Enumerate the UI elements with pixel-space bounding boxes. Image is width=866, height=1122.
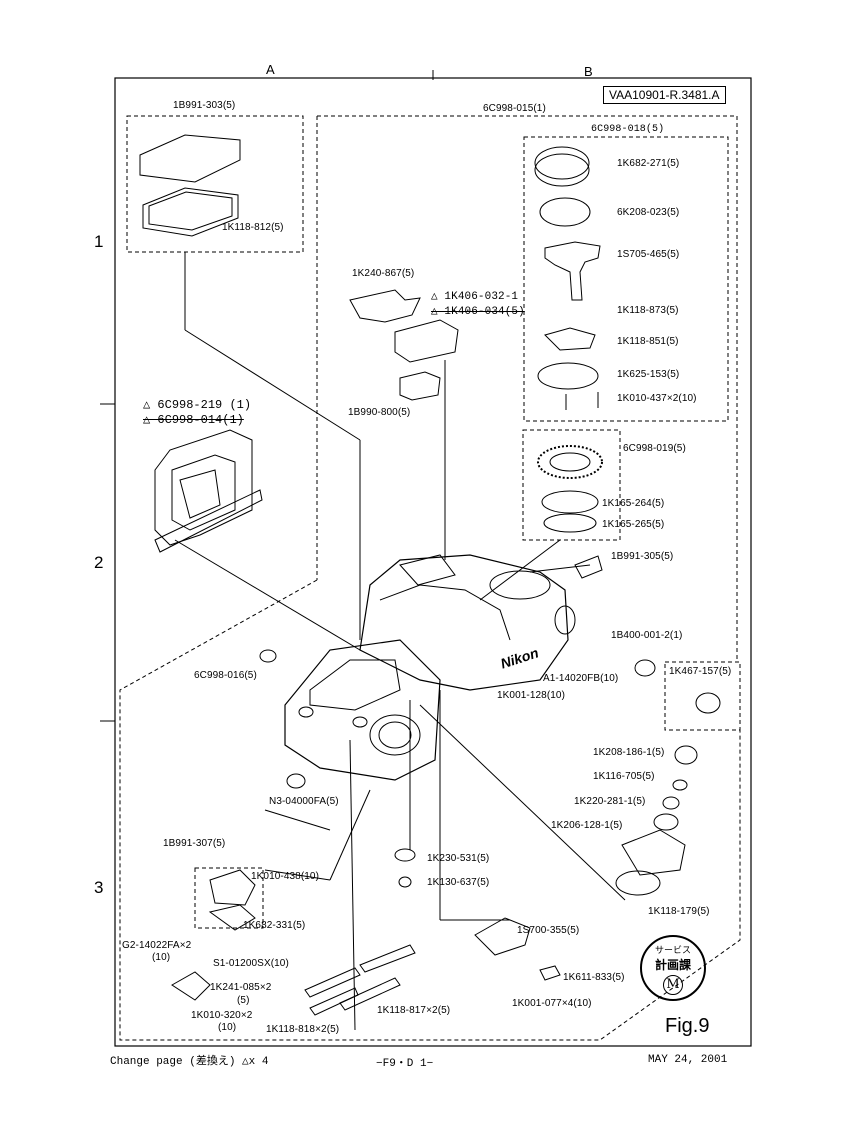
- part-label: 1K467-157(5): [669, 666, 732, 677]
- part-label: S1-01200SX(10): [213, 958, 289, 969]
- part-label: 1K116-705(5): [593, 771, 655, 782]
- part-label: 1K230-531(5): [427, 853, 490, 864]
- part-label: 1K118-817×2(5): [377, 1005, 451, 1016]
- part-label: (5): [237, 995, 250, 1006]
- part-label: 1K118-812(5): [222, 222, 284, 233]
- part-label: A1-14020FB(10): [543, 673, 619, 684]
- change-page-note: Change page (差換え) △x 4: [110, 1056, 269, 1068]
- part-label: 1K240-867(5): [352, 268, 415, 279]
- part-label: 1K206-128-1(5): [551, 820, 623, 831]
- part-label: 6C998-016(5): [194, 670, 257, 681]
- row-3-label: 3: [94, 878, 104, 897]
- part-label: 1B991-307(5): [163, 838, 226, 849]
- stamp-line-2: 計画課: [654, 958, 691, 972]
- part-label: 6C998-019(5): [623, 443, 686, 454]
- part-label: 1K625-153(5): [617, 369, 680, 380]
- part-label: 1K682-331(5): [243, 920, 306, 931]
- part-label: 1K682-271(5): [617, 158, 680, 169]
- part-label: (10): [218, 1022, 237, 1033]
- row-2-label: 2: [94, 553, 104, 572]
- part-label: 1K010-320×2: [191, 1010, 253, 1021]
- part-label: 1K165-265(5): [602, 519, 665, 530]
- part-label: 1K010-438(10): [251, 871, 320, 882]
- revision-date: MAY 24, 2001: [648, 1054, 728, 1066]
- part-label: 1K118-818×2(5): [266, 1024, 340, 1035]
- page-number: −F9・D 1−: [376, 1058, 434, 1070]
- part-label: 1B991-305(5): [611, 551, 674, 562]
- part-label: 1K001-077×4(10): [512, 998, 592, 1009]
- stamp-line-1: サービス: [654, 946, 691, 956]
- part-label: △ 1K406-034(5): [431, 306, 525, 318]
- part-label: N3-04000FA(5): [269, 796, 339, 807]
- part-label: G2-14022FA×2: [122, 940, 192, 951]
- part-label: 1K241-085×2: [210, 982, 272, 993]
- part-label: 1K118-873(5): [617, 305, 679, 316]
- part-label: (10): [152, 952, 171, 963]
- part-label: 6K208-023(5): [617, 207, 680, 218]
- stamp-line-3: M: [663, 975, 683, 995]
- part-label: 1S705-465(5): [617, 249, 680, 260]
- column-a-label: A: [266, 62, 275, 77]
- part-label: 1B400-001-2(1): [611, 630, 683, 641]
- part-label: △ 6C998-219 (1): [143, 398, 252, 412]
- part-label: 1S700-355(5): [517, 925, 580, 936]
- service-stamp: サービス 計画課 M: [640, 935, 706, 1001]
- part-label: 1B990-800(5): [348, 407, 411, 418]
- part-label: △ 6C998-014(1): [143, 413, 244, 427]
- part-label: 1K165-264(5): [602, 498, 665, 509]
- part-label: 6C998-018(5): [591, 124, 665, 135]
- part-label: 1K118-851(5): [617, 336, 679, 347]
- reference-number: VAA10901-R.3481.A: [603, 86, 726, 104]
- part-label: 1K220-281-1(5): [574, 796, 646, 807]
- part-label: 1K001-128(10): [497, 690, 566, 701]
- part-label: 1K130-637(5): [427, 877, 490, 888]
- part-label: 6C998-015(1): [483, 103, 546, 114]
- part-label: 1K208-186-1(5): [593, 747, 665, 758]
- part-label: 1K010-437×2(10): [617, 393, 697, 404]
- column-b-label: B: [584, 64, 593, 79]
- part-label: 1B991-303(5): [173, 100, 236, 111]
- part-label: 1K118-179(5): [648, 906, 710, 917]
- row-1-label: 1: [94, 232, 104, 251]
- part-label: 1K611-833(5): [563, 972, 625, 983]
- figure-label: Fig.9: [665, 1015, 710, 1037]
- part-label: △ 1K406-032-1: [431, 291, 519, 303]
